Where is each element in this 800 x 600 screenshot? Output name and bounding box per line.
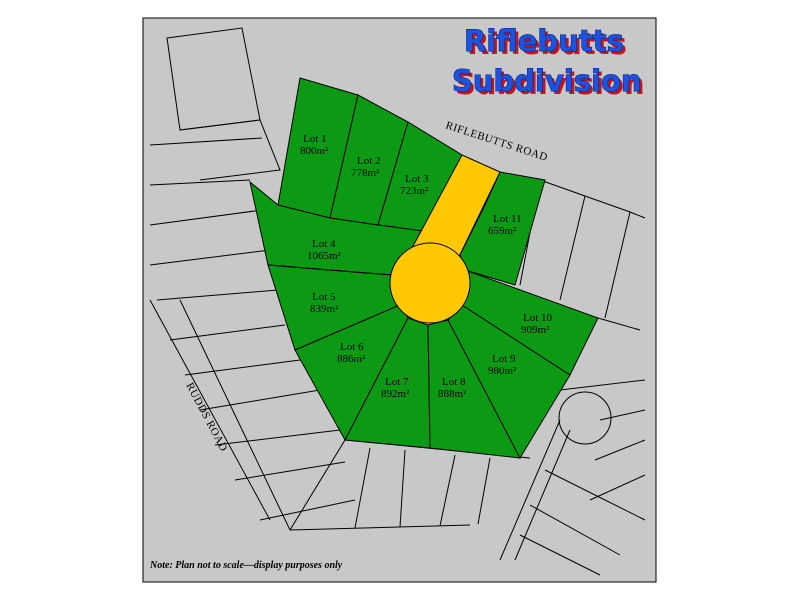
lot-7-name: Lot 7 [385,376,409,388]
svg-text:Riflebutts: Riflebutts [467,27,627,61]
lot-10-name: Lot 10 [523,312,553,324]
lot-7-area: 892m² [381,388,410,400]
lot-1-area: 800m² [300,145,329,157]
lot-9-name: Lot 9 [492,353,516,365]
lot-11-area: 659m² [488,225,517,237]
lot-8-area: 888m² [438,388,467,400]
svg-text:Subdivision: Subdivision [455,67,645,101]
lot-4-name: Lot 4 [312,238,336,250]
title-line-2: Subdivision [452,64,642,98]
scale-note: Note: Plan not to scale—display purposes… [149,560,343,571]
lot-5-area: 839m² [310,303,339,315]
lot-6-name: Lot 6 [340,341,364,353]
lot-9-area: 980m² [488,365,517,377]
lot-2-area: 778m² [351,167,380,179]
cul-de-sac [389,154,501,324]
lot-2-name: Lot 2 [357,155,381,167]
title-line-1: Riflebutts [464,24,624,58]
lot-11-name: Lot 11 [493,213,522,225]
lot-10-area: 909m² [521,324,550,336]
lot-3-area: 723m² [400,185,429,197]
lot-labels: Lot 1 800m² Lot 2 778m² Lot 3 723m² Lot … [300,133,553,400]
lot-6-area: 886m² [337,353,366,365]
lot-1-name: Lot 1 [303,133,327,145]
neighbouring-parcels [149,27,646,576]
subdivision-lots [249,77,599,460]
lot-4-area: 1065m² [307,250,342,262]
lot-8-name: Lot 8 [442,376,466,388]
lot-3-name: Lot 3 [405,173,429,185]
map-title: Riflebutts Riflebutts Subdivision Subdiv… [452,24,645,102]
lot-5-name: Lot 5 [312,291,336,303]
